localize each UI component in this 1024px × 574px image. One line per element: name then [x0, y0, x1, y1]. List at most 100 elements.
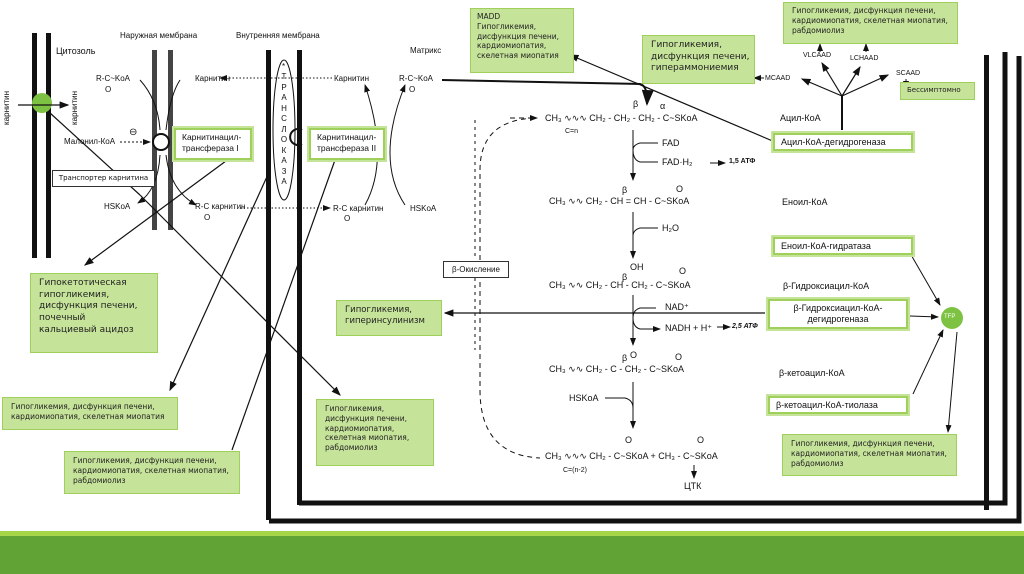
mcaad-line: гипераммониемия: [651, 63, 739, 74]
step5-chain: C=(n-2): [563, 467, 587, 474]
cpt1-line1: Карнитинацил-: [182, 132, 242, 142]
madd-line: дисфункция печени,: [477, 31, 560, 41]
tfp-def-line: рабдомиолиз: [791, 458, 844, 468]
ketoacyl-coa-thiolase: β-кетоацил-КоА-тиолаза: [766, 394, 910, 416]
carnitine-outside-label: карнитин: [2, 90, 11, 125]
vlcaad-lchaad-box: Гипогликемия, дисфункция печени, кардиом…: [783, 2, 958, 44]
inhibition-icon: ⊖: [129, 127, 138, 138]
tfp-def-line: Гипогликемия, дисфункция печени,: [791, 439, 935, 448]
cytosol-label: Цитозоль: [56, 46, 96, 56]
step5-o2: O: [697, 435, 705, 445]
hydroxyacyl-coa-dehydrogenase: β-Гидроксиацил-КоА- дегидрогеназа: [766, 297, 910, 331]
fad-label: FAD: [662, 138, 680, 148]
step1-beta: β: [633, 99, 639, 109]
cpt1-def-line: почечный: [39, 313, 86, 324]
hskoa-cytosol: HSKoA: [104, 202, 131, 211]
translocase-def-line: Гипогликемия,: [325, 404, 385, 413]
mcaad-line: Гипогликемия,: [651, 40, 722, 50]
hskoa-reaction: HSKoA: [569, 393, 599, 403]
translocase-deficiency-box: Гипогликемия, дисфункция печени, кардиом…: [316, 399, 434, 466]
fad-atp-label: 1,5 АТФ: [729, 158, 756, 165]
acylcarnitine-matrix: R-C карнитин: [333, 204, 384, 213]
acylcarnitine-cytosol: R-C карнитин: [195, 202, 246, 211]
asymptomatic-box: Бессимптомно: [900, 82, 975, 100]
acylcarnitine-matrix-o: O: [344, 214, 351, 223]
tfp-node: [941, 307, 963, 329]
nad-label: NAD⁺: [665, 302, 689, 312]
acyl-coa-matrix: R-C~KoA: [399, 74, 434, 83]
tfp-deficiency-box: Гипогликемия, дисфункция печени, кардиом…: [782, 434, 957, 476]
step4-beta: β: [622, 353, 628, 363]
translocase-def-line: дисфункция печени,: [325, 413, 408, 423]
acylcarnitine-cytosol-o: O: [204, 213, 211, 222]
carnitine-transporter-box: Транспортер карнитина: [52, 170, 155, 187]
translocase-def-line: кардиомиопатия,: [325, 423, 395, 433]
cpt1-def-line: Гипокетотическая: [39, 278, 127, 288]
cpt2-line1: Карнитинацил-: [317, 132, 377, 142]
nadh-label: NADH + H⁺: [665, 323, 713, 333]
acyl-coa-dehydrogenase: Ацил-КоА-дегидрогеназа: [771, 131, 915, 153]
step1-chain: C=n: [565, 128, 579, 135]
outer-membrane-label: Наружная мембрана: [120, 31, 198, 40]
translocase-def-line: скелетная миопатия,: [325, 433, 410, 443]
transporter-deficiency-box: Гипогликемия, дисфункция печени, кардиом…: [2, 397, 178, 430]
cpt1-line2: трансфераза I: [182, 142, 239, 153]
cpt1-enzyme: Карнитинацил- трансфераза I: [172, 126, 254, 162]
mcaad-label: MCAAD: [765, 75, 791, 82]
ketoacyl-coa-intermediate: β-кетоацил-КоА: [779, 368, 845, 378]
inner-membrane-label: Внутренняя мембрана: [236, 31, 320, 40]
acyl-coa-intermediate: Ацил-КоА: [780, 113, 821, 123]
inner-membrane-left: [266, 50, 271, 520]
cpt2-deficiency-box: Гипогликемия, дисфункция печени, кардиом…: [64, 451, 240, 494]
cpt2-def-line: Гипогликемия, дисфункция печени,: [73, 456, 217, 465]
step2-o: O: [676, 184, 684, 194]
mcaad-line: дисфункция печени,: [651, 51, 750, 62]
cpt1-def-line: гипогликемия,: [39, 289, 110, 300]
acyl-coa-cytosol: R-C~KoA: [96, 74, 131, 83]
carnitine-cytosol: Карнитин: [195, 74, 230, 83]
beta-oxidation-label: β-Окисление: [443, 261, 509, 278]
carnitine-matrix: Карнитин: [334, 74, 369, 83]
outer-frame: [269, 56, 1022, 524]
mcaad-box: Гипогликемия, дисфункция печени, гиперам…: [642, 35, 755, 84]
tca-label: ЦТК: [684, 481, 702, 491]
cell-membrane-left: [32, 33, 37, 258]
madd-box: MADD Гипогликемия, дисфункция печени, ка…: [470, 8, 574, 73]
carnitine-transporter-node: [32, 93, 52, 113]
hskoa-matrix: HSKoA: [410, 204, 437, 213]
enoyl-coa-intermediate: Еноил-КоА: [782, 197, 828, 207]
nad-atp-label: 2,5 АТФ: [732, 323, 758, 330]
translocase-label: ТРАНСЛОКАЗА: [280, 72, 288, 186]
cpt2-def-line: кардиомиопатия, скелетная миопатия,: [73, 465, 229, 475]
vlcaad-label: VLCAAD: [803, 52, 832, 59]
acyl-coa-cytosol-o: O: [105, 85, 112, 94]
hydroxyacyl-dh-line2: дегидрогеназа: [807, 314, 869, 325]
madd-line: Гипогликемия,: [477, 21, 537, 31]
step5-o1: O: [625, 435, 633, 445]
matrix-label: Матрикс: [410, 46, 442, 55]
fadh2-label: FAD·H₂: [662, 157, 693, 167]
step3-oh: OH: [630, 262, 644, 272]
step2-beta: β: [622, 185, 628, 195]
cpt1-deficiency-box: Гипокетотическая гипогликемия, дисфункци…: [30, 273, 158, 353]
step1-alpha: α: [660, 101, 666, 111]
cell-membrane-right: [46, 33, 51, 258]
vlcaad-line: Гипогликемия, дисфункция печени,: [792, 6, 936, 15]
footer-bar: [0, 536, 1024, 574]
cpt1-def-line: дисфункция печени,: [39, 301, 138, 312]
cpt2-enzyme: Карнитинацил- трансфераза II: [307, 126, 387, 162]
hydroxyacyl-def-line: гиперинсулинизм: [345, 316, 425, 327]
h2o-label: H₂O: [662, 223, 679, 233]
carnitine-inside-label: карнитин: [70, 90, 79, 125]
outer-membrane-right: [168, 50, 173, 230]
acyl-coa-matrix-o: O: [409, 85, 416, 94]
step3-formula: CH₃ ∿∿ CH₂ - CH - CH₂ - C~SKoA: [549, 280, 691, 290]
vlcaad-line: кардиомиопатия, скелетная миопатия,: [792, 15, 948, 25]
step3-o: O: [679, 266, 687, 276]
madd-line: кардиомиопатия,: [477, 41, 547, 51]
madd-line: MADD: [477, 12, 501, 21]
step4-formula: CH₃ ∿∿ CH₂ - C - CH₂ - C~SKoA: [549, 364, 684, 374]
cpt1-circle: [152, 133, 170, 151]
lchaad-label: LCHAAD: [850, 55, 879, 62]
